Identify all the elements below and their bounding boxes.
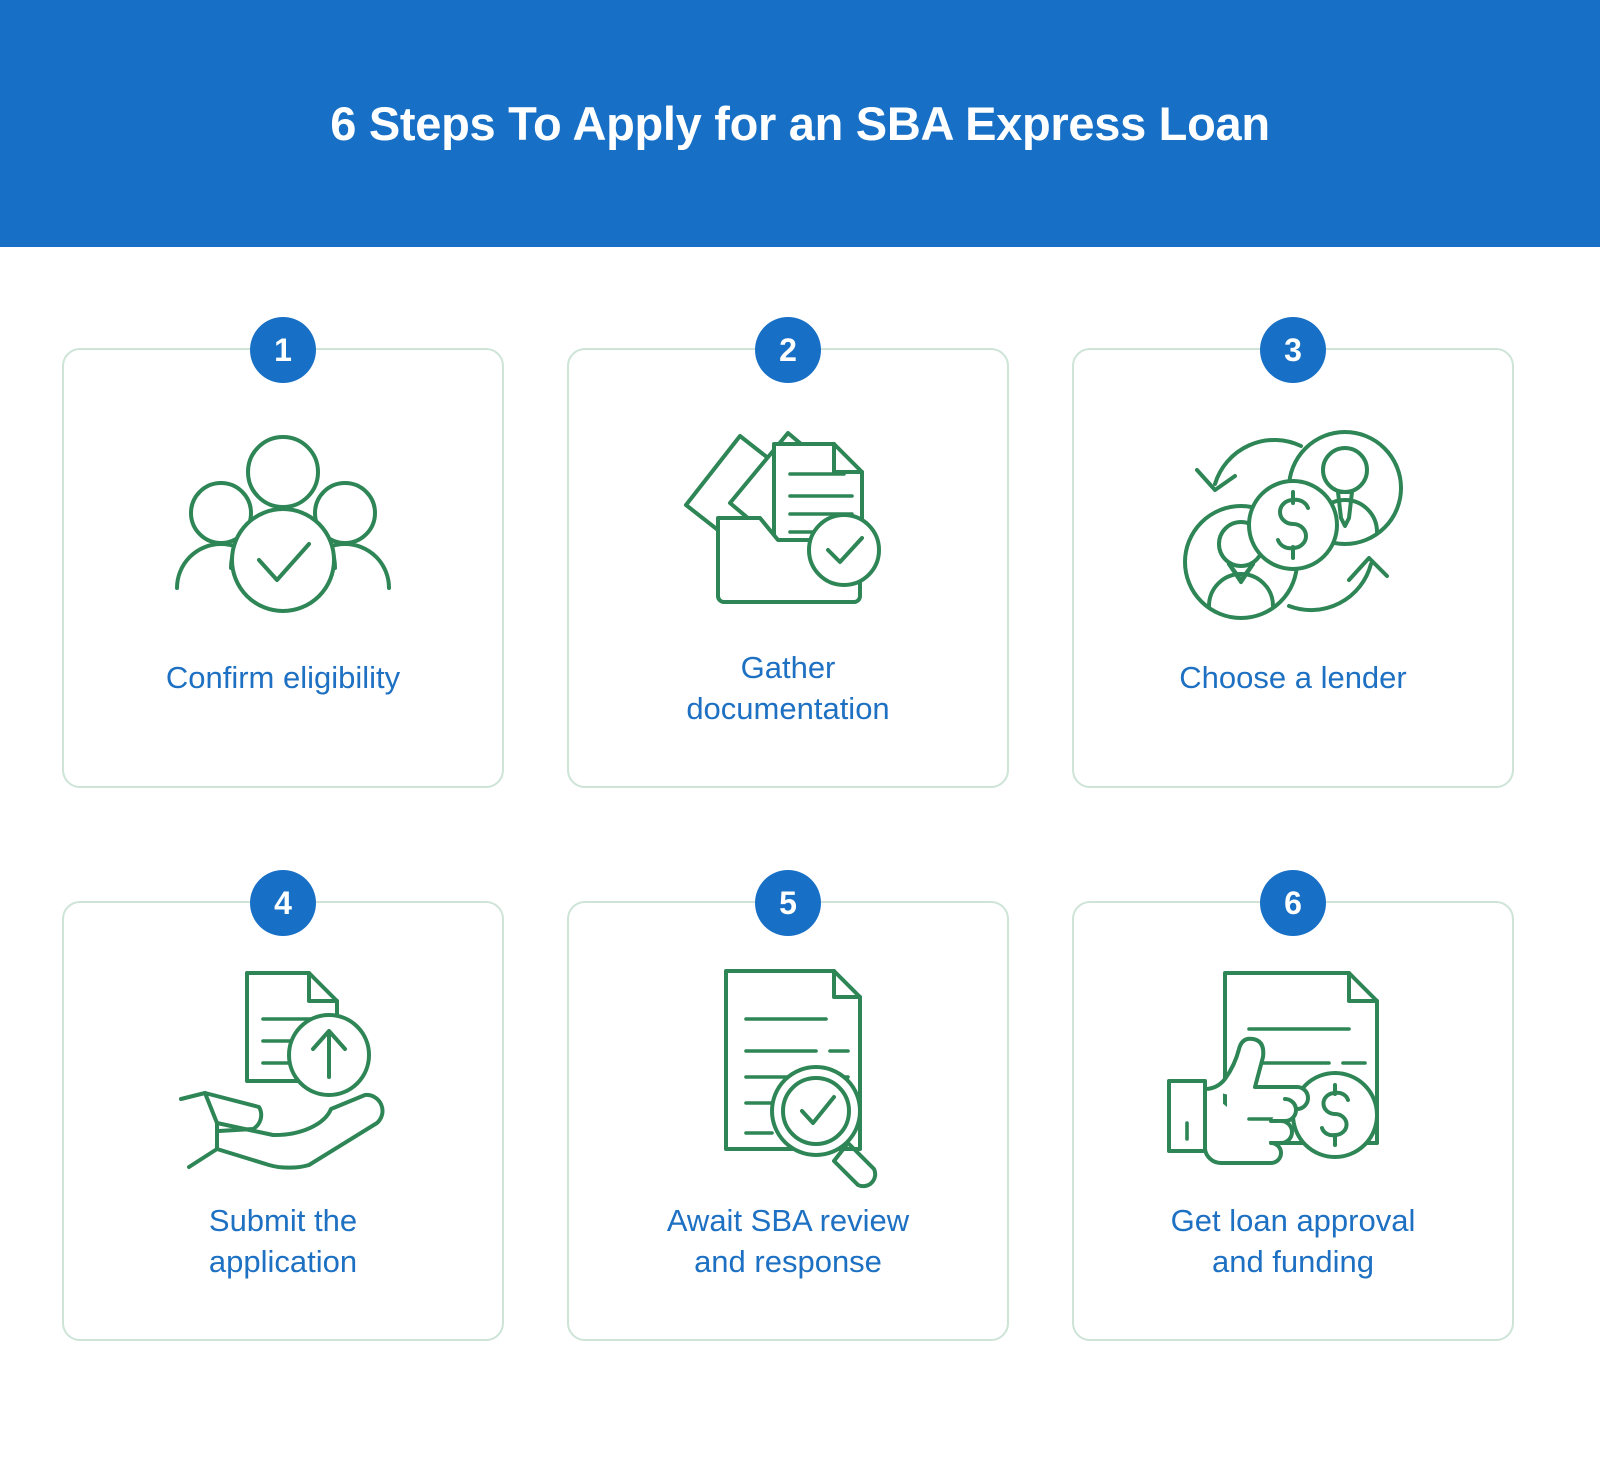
step-label-2: Gather documentation xyxy=(686,650,890,726)
step-card-1: 1 Confirm eligibility xyxy=(62,317,504,788)
step-card-5: 5 xyxy=(567,870,1009,1341)
page-title: 6 Steps To Apply for an SBA Express Loan xyxy=(330,96,1270,150)
step-label-4: Submit the application xyxy=(208,1203,358,1279)
step-number-badge-6: 6 xyxy=(1260,870,1326,936)
step-label-1: Confirm eligibility xyxy=(165,660,401,695)
step-card-3: 3 xyxy=(1072,317,1514,788)
step-label-3: Choose a lender xyxy=(1179,660,1407,695)
step-number-badge-3: 3 xyxy=(1260,317,1326,383)
lender-exchange-dollar-icon xyxy=(1153,410,1433,640)
thumbs-up-document-dollar-icon xyxy=(1153,953,1433,1183)
steps-grid: 1 Confirm eligibility xyxy=(62,317,1538,1341)
document-magnifier-check-icon xyxy=(648,953,928,1189)
people-group-check-icon xyxy=(143,410,423,640)
step-card-6: 6 xyxy=(1072,870,1514,1341)
step-label-5: Await SBA review and response xyxy=(666,1203,910,1279)
step-number-badge-5: 5 xyxy=(755,870,821,936)
hand-document-upload-icon xyxy=(143,953,423,1183)
step-label-6: Get loan approval and funding xyxy=(1170,1203,1416,1279)
step-number-badge-4: 4 xyxy=(250,870,316,936)
step-card-2: 2 xyxy=(567,317,1009,788)
step-number-badge-1: 1 xyxy=(250,317,316,383)
folder-documents-check-icon xyxy=(648,400,928,630)
step-card-4: 4 Submit xyxy=(62,870,504,1341)
step-number-badge-2: 2 xyxy=(755,317,821,383)
header-banner: 6 Steps To Apply for an SBA Express Loan xyxy=(0,0,1600,247)
